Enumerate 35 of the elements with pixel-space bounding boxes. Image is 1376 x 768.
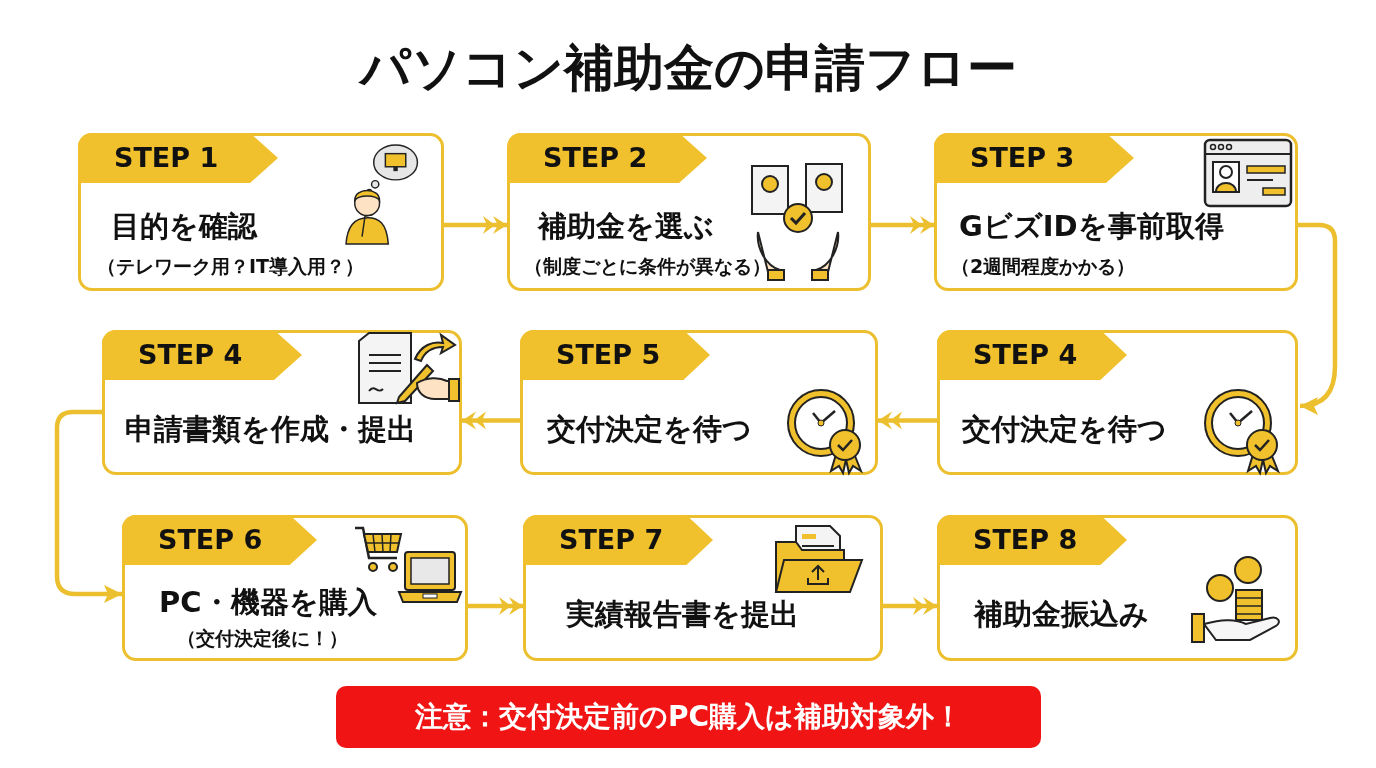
step-card: [937, 330, 1298, 475]
step-card: [523, 515, 883, 661]
step-title: PC・機器を購入: [159, 584, 377, 620]
step-card: [937, 515, 1298, 661]
step-tag: STEP 2: [507, 133, 707, 183]
step-note: （テレワーク用？IT導入用？）: [97, 254, 365, 278]
warning-banner: 注意：交付決定前のPC購入は補助対象外！: [336, 686, 1041, 748]
step-card: [102, 330, 462, 475]
step-title: 目的を確認: [111, 208, 257, 244]
step-title: GビズIDを事前取得: [959, 208, 1224, 244]
step-tag: STEP 8: [937, 515, 1127, 565]
step-tag: STEP 1: [78, 133, 278, 183]
step-card: [78, 133, 444, 291]
step-tag: STEP 5: [520, 330, 710, 380]
step-card: [520, 330, 878, 475]
step-title: 補助金を選ぶ: [538, 208, 714, 244]
step-tag: STEP 4: [102, 330, 302, 380]
step-tag: STEP 4: [937, 330, 1127, 380]
step-tag: STEP 6: [122, 515, 317, 565]
step-card: [122, 515, 468, 661]
step-tag: STEP 7: [523, 515, 713, 565]
title: パソコン補助金の申請フロー: [357, 38, 1018, 99]
step-card: [507, 133, 871, 291]
step-note: （交付決定後に！）: [177, 626, 348, 650]
step-card: [934, 133, 1298, 291]
arrow: [54, 409, 122, 603]
step-title: 実績報告書を提出: [566, 596, 799, 632]
step-title: 交付決定を待つ: [547, 411, 752, 447]
step-title: 交付決定を待つ: [962, 411, 1167, 447]
step-title: 申請書類を作成・提出: [125, 411, 416, 447]
step-note: （2週間程度かかる）: [951, 254, 1136, 278]
arrow: [1298, 222, 1338, 415]
step-title: 補助金振込み: [974, 596, 1149, 632]
step-note: （制度ごとに条件が異なる）: [524, 254, 771, 278]
step-tag: STEP 3: [934, 133, 1134, 183]
